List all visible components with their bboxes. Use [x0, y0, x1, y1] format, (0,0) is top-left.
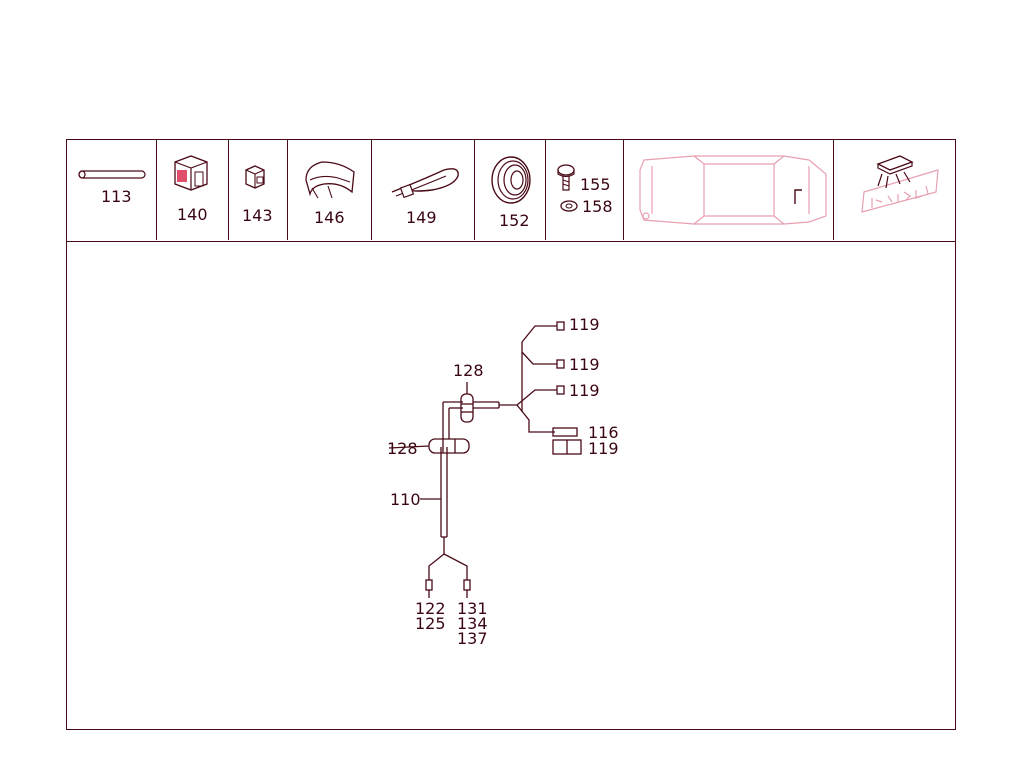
cable-tie-icon: [391, 168, 459, 199]
plug-icon: [245, 165, 265, 189]
sleeve-icon: [78, 170, 146, 179]
parts-toolbar: 113 140 143: [67, 140, 955, 242]
callout-128-top: 128: [453, 361, 484, 380]
part-149-cell[interactable]: 149: [372, 140, 475, 240]
callout-119-d: 119: [588, 439, 619, 458]
callout-125: 125: [415, 614, 446, 633]
lamp-location-icon: [861, 155, 939, 213]
vehicle-outline-icon: [639, 155, 827, 225]
callout-137: 137: [457, 629, 488, 648]
part-113-label: 113: [101, 187, 132, 206]
wiring-harness-diagram: 119 119 119 116 119 128 128 110 122 125 …: [67, 242, 955, 729]
part-140-label: 140: [177, 205, 208, 224]
callout-110: 110: [390, 490, 421, 509]
part-155-158-cell[interactable]: 155 158: [546, 140, 624, 240]
parts-diagram-frame: 113 140 143: [66, 139, 956, 730]
part-143-label: 143: [242, 206, 273, 225]
part-152-cell[interactable]: 152: [475, 140, 546, 240]
connector-housing-icon: [174, 155, 208, 191]
callout-119-b: 119: [569, 355, 600, 374]
callout-134: 134: [457, 614, 488, 633]
callout-116: 116: [588, 423, 619, 442]
part-146-cell[interactable]: 146: [288, 140, 372, 240]
callout-119-a: 119: [569, 315, 600, 334]
clip-icon: [305, 161, 355, 199]
harness-drawing: [388, 321, 582, 598]
callout-119-c: 119: [569, 381, 600, 400]
part-158-label: 158: [582, 197, 613, 216]
part-146-label: 146: [314, 208, 345, 227]
part-149-label: 149: [406, 208, 437, 227]
part-155-label: 155: [580, 175, 611, 194]
callout-122: 122: [415, 599, 446, 618]
screw-icon: [557, 164, 578, 212]
part-140-cell[interactable]: 140: [157, 140, 229, 240]
grommet-icon: [491, 156, 531, 204]
location-view-cell[interactable]: [834, 140, 955, 240]
callout-128-left: 128: [387, 439, 418, 458]
callout-131: 131: [457, 599, 488, 618]
part-152-label: 152: [499, 211, 530, 230]
part-113-cell[interactable]: 113: [67, 140, 157, 240]
part-143-cell[interactable]: 143: [229, 140, 288, 240]
vehicle-view-cell[interactable]: [624, 140, 834, 240]
